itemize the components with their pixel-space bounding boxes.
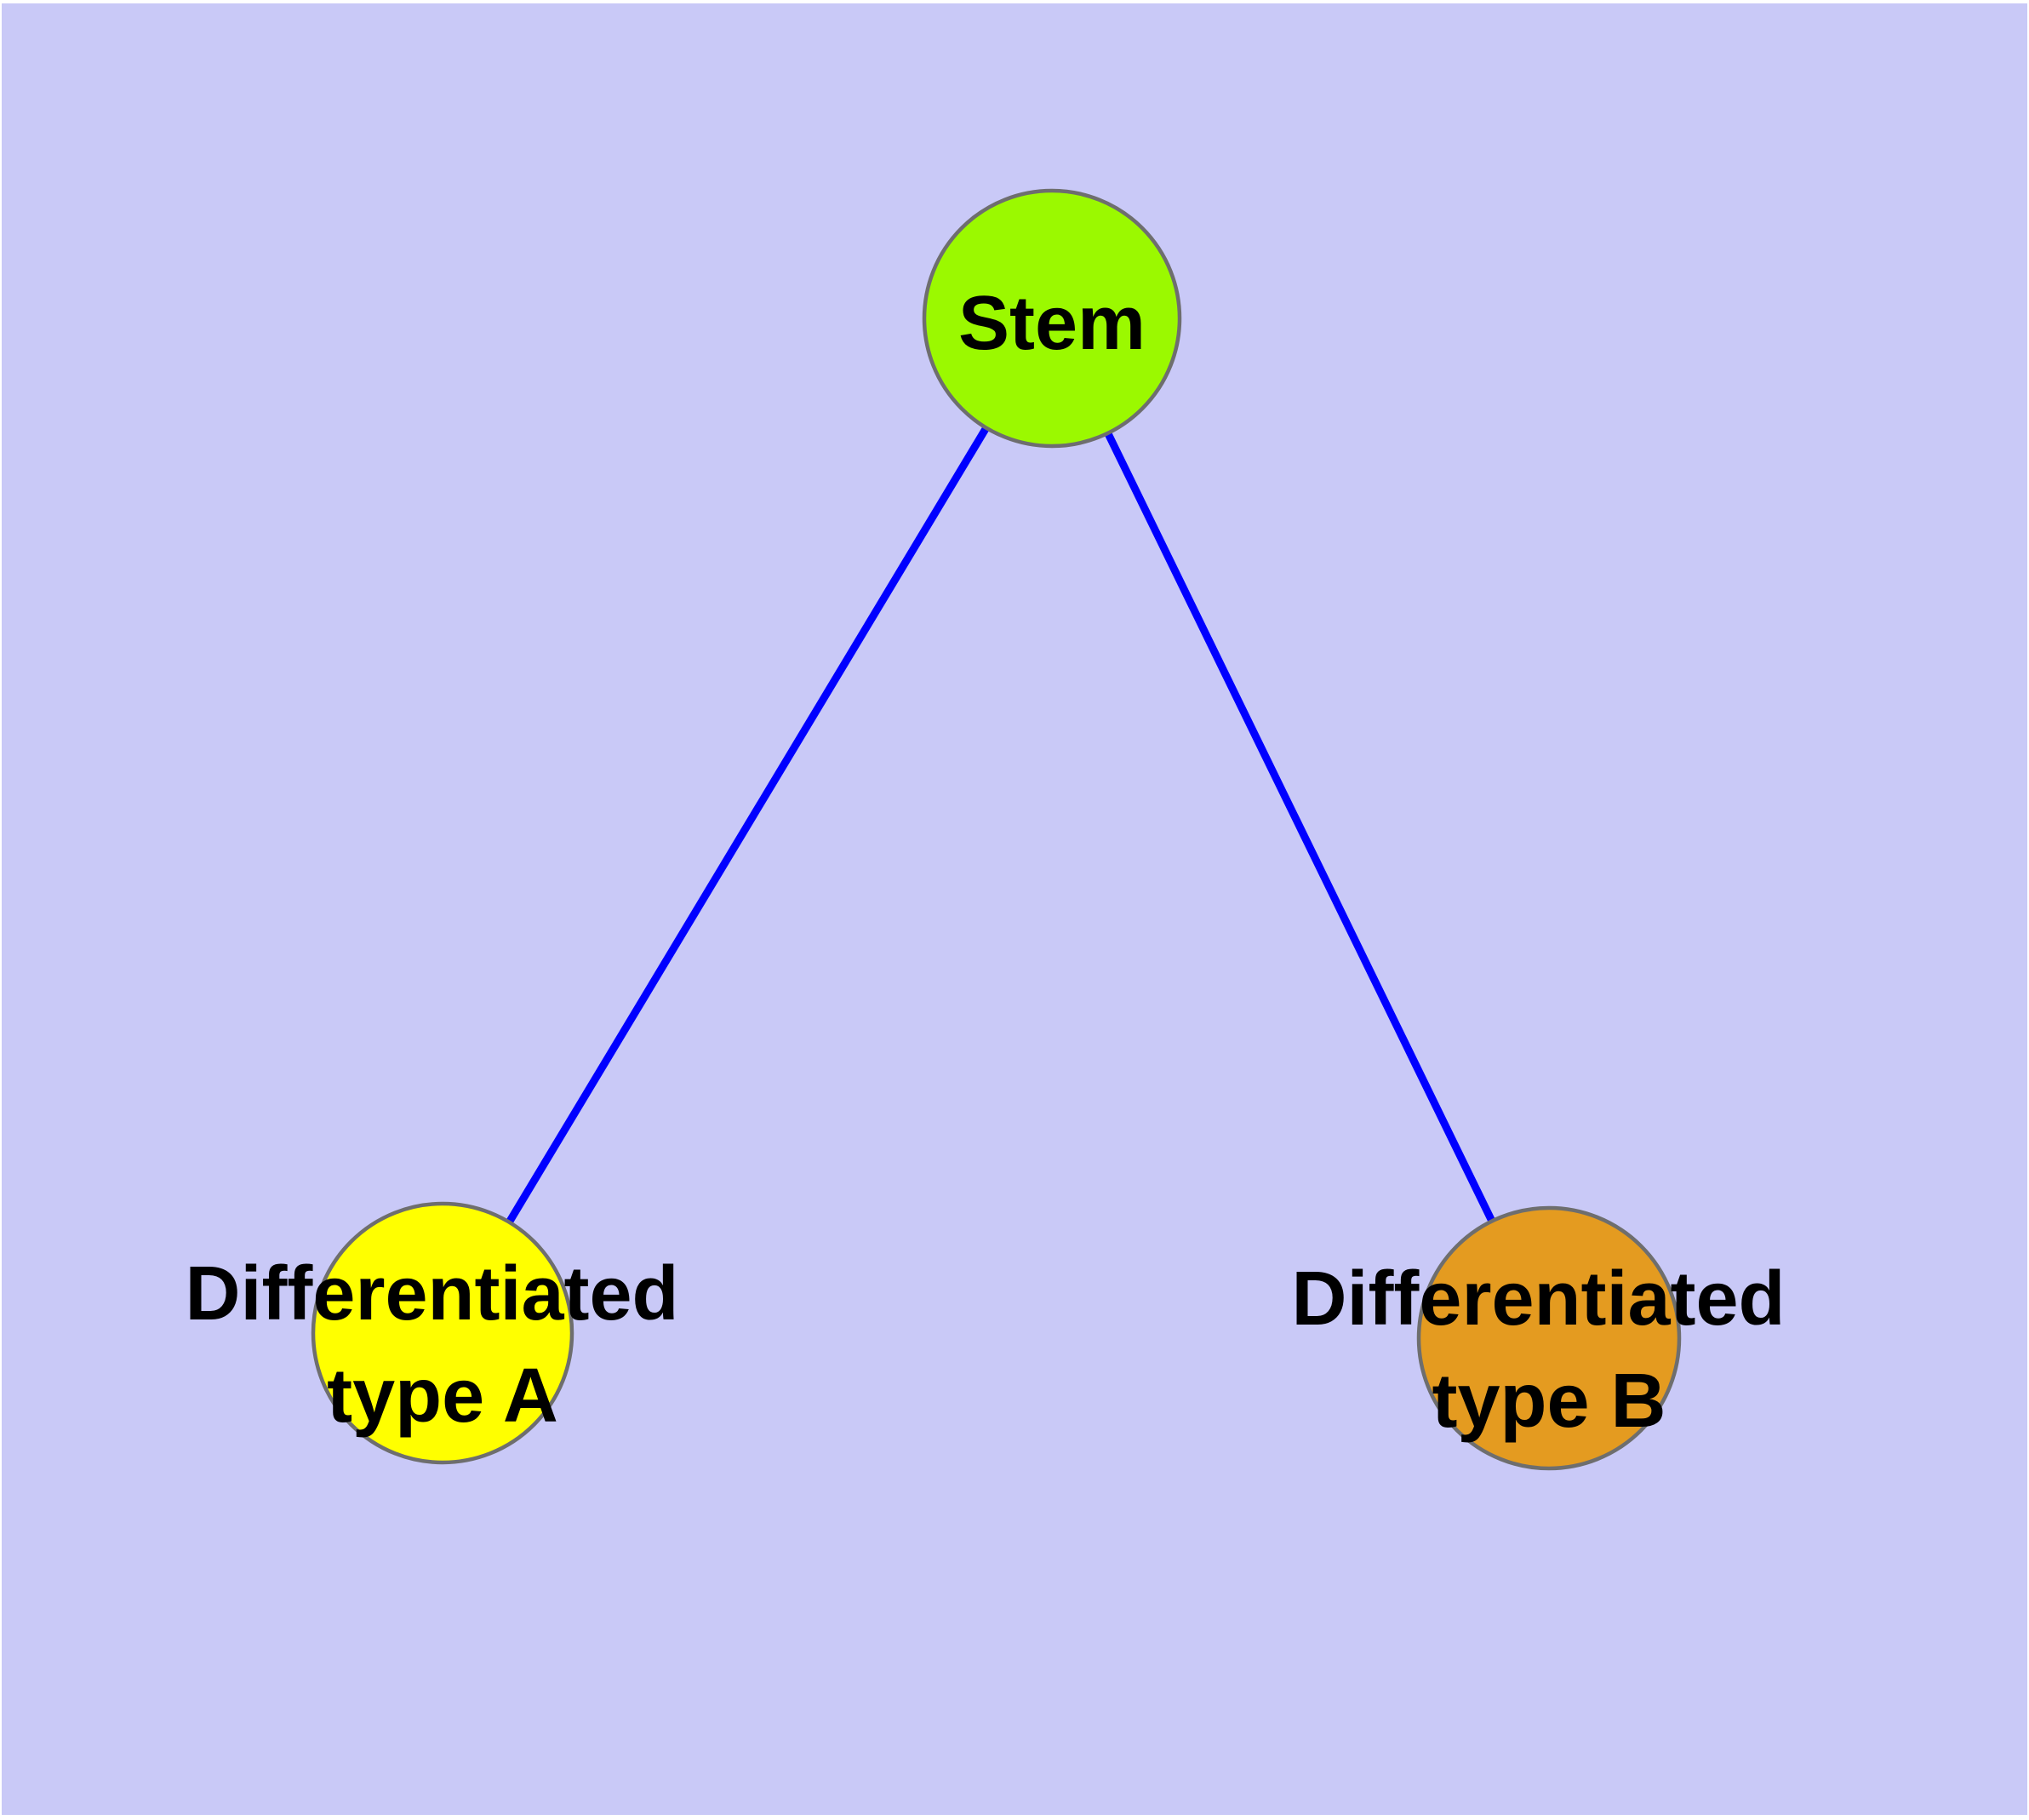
node-stem-label: Stem: [958, 281, 1146, 366]
edge-stem-type-b: [1048, 317, 1553, 1340]
node-type-a-label-line2: type A: [327, 1354, 558, 1439]
node-type-b-label: Differentiated type B: [1291, 1256, 1806, 1444]
node-type-b-label-line1: Differentiated: [1291, 1256, 1785, 1342]
node-type-a-label-line1: Differentiated: [185, 1251, 678, 1336]
edge-stem-type-a: [439, 316, 1055, 1336]
node-stem: [922, 188, 1182, 449]
node-type-b: [1416, 1205, 1682, 1471]
node-type-a-label: Differentiated type A: [185, 1251, 700, 1439]
node-type-a: [311, 1201, 574, 1465]
node-type-b-label-line2: type B: [1432, 1359, 1666, 1444]
